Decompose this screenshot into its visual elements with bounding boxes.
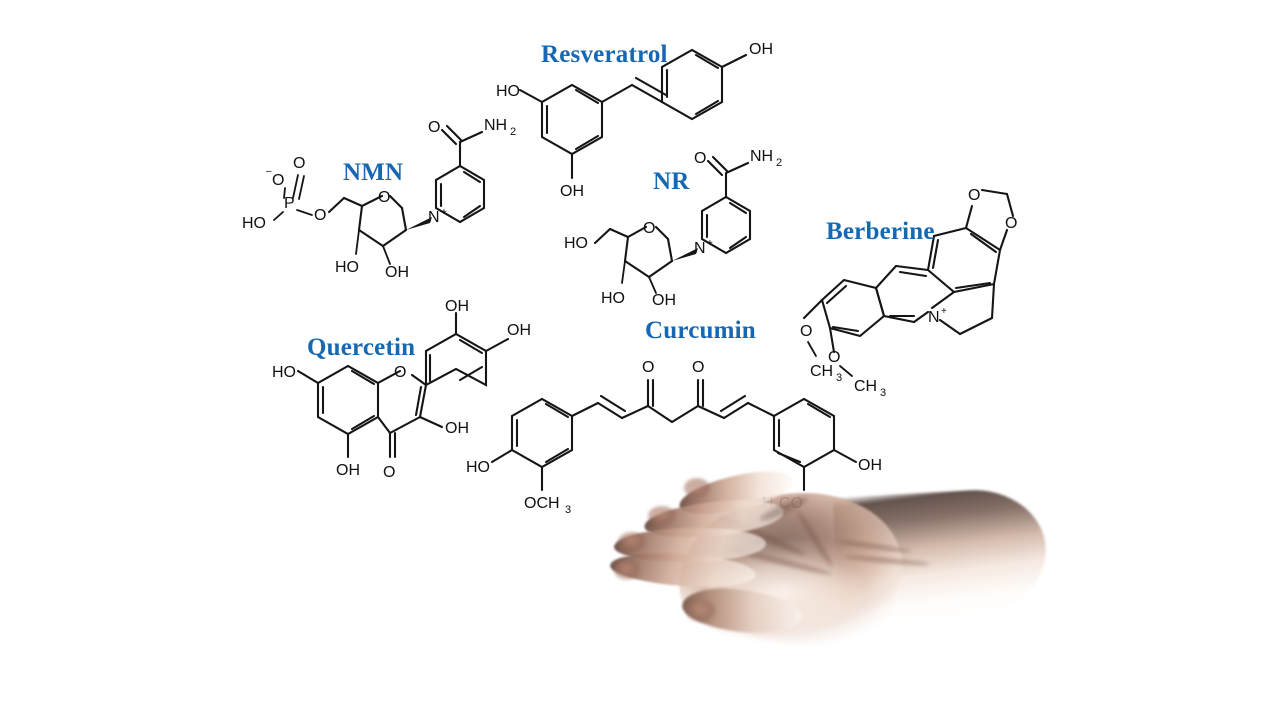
atom-label-o-double: O (293, 155, 305, 172)
fingertip (648, 506, 676, 526)
atom-label-o: O (828, 349, 840, 366)
atom-charge-plus: + (941, 306, 947, 317)
atom-label-oh: OH (749, 41, 773, 58)
structure-nmn: O – O P HO O O (230, 117, 530, 300)
atom-label-och3-sub: 3 (565, 504, 571, 516)
atom-label-oh: OH (858, 457, 882, 474)
atom-label-ho: HO (242, 215, 266, 232)
compound-label-nr: NR (653, 168, 690, 195)
open-human-hand-photo (586, 463, 1050, 670)
fingertip (684, 478, 710, 498)
atom-label-oh: OH (652, 292, 676, 309)
atom-label-p: P (284, 195, 295, 212)
atom-label-ho: HO (601, 290, 625, 307)
atom-label-nh2: NH (750, 148, 773, 165)
structure-quercetin: HO OH O O OH OH (270, 298, 540, 495)
atom-charge-minus: – (266, 166, 272, 177)
atom-label-o: O (642, 359, 654, 376)
compound-label-curcumin: Curcumin (645, 317, 756, 344)
structure-berberine: O O N + (800, 170, 1060, 399)
atom-label-n-plus: N (928, 309, 940, 326)
atom-label-ho: HO (466, 459, 490, 476)
atom-label-oh: OH (385, 264, 409, 281)
atom-label-oh: OH (560, 183, 584, 200)
atom-label-o-minus: O (272, 172, 284, 189)
fingertip (618, 532, 646, 552)
atom-label-o: O (968, 187, 980, 204)
atom-label-o: O (428, 119, 440, 136)
compound-label-quercetin: Quercetin (307, 334, 416, 361)
atom-label-och3: OCH (524, 495, 560, 512)
structure-resveratrol: HO OH OH (490, 30, 810, 200)
atom-label-oh: OH (336, 462, 360, 479)
atom-label-ho: HO (335, 259, 359, 276)
atom-label-o-ester: O (314, 207, 326, 224)
structure-nr: HO O HO OH N + (560, 125, 820, 309)
atom-label-ho: HO (272, 364, 296, 381)
atom-label-o: O (800, 323, 812, 340)
atom-label-ho: HO (564, 235, 588, 252)
atom-label-o-ring: O (394, 364, 406, 381)
atom-label-oh: OH (445, 420, 469, 437)
atom-label-ch3-sub: 3 (836, 372, 842, 384)
atom-label-ch3: CH (854, 378, 877, 395)
atom-label-o: O (1005, 215, 1017, 232)
atom-label-o-ring: O (378, 189, 390, 206)
atom-label-ch3: CH (810, 363, 833, 380)
atom-label-o-ring: O (643, 220, 655, 237)
compound-label-resveratrol: Resveratrol (541, 41, 668, 68)
thumb-tip (686, 600, 716, 622)
atom-label-nh2: NH (484, 117, 507, 134)
compound-label-berberine: Berberine (826, 218, 935, 245)
atom-label-n-plus: N (694, 240, 706, 257)
atom-label-o: O (383, 464, 395, 481)
atom-label-nh2-sub: 2 (510, 126, 516, 138)
fingertip (614, 560, 640, 580)
atom-label-nh2-sub: 2 (776, 157, 782, 169)
atom-label-n-plus: N (428, 209, 440, 226)
compound-label-nmn: NMN (343, 159, 404, 186)
atom-label-o: O (694, 150, 706, 167)
atom-label-oh: OH (445, 298, 469, 315)
atom-label-ho: HO (496, 83, 520, 100)
atom-label-o: O (692, 359, 704, 376)
atom-label-ch3-sub: 3 (880, 387, 886, 399)
atom-label-oh: OH (507, 322, 531, 339)
